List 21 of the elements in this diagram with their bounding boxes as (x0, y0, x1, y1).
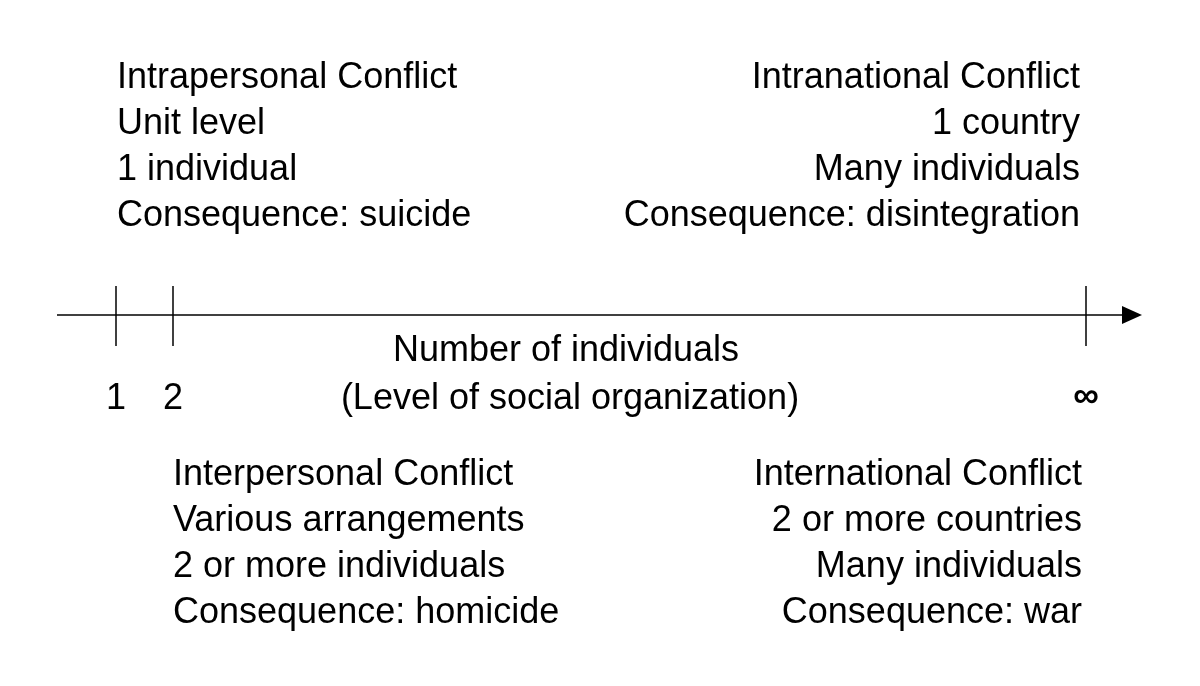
axis-title: Number of individuals (392, 327, 740, 371)
block-text: Many individuals (815, 543, 1082, 587)
block-text: Consequence: suicide (117, 192, 472, 236)
block-text: Various arrangements (173, 497, 525, 541)
block-text: Consequence: homicide (173, 589, 560, 633)
block-text: Consequence: disintegration (623, 192, 1080, 236)
block-heading: Intrapersonal Conflict (117, 54, 458, 98)
tick-label: 1 (106, 375, 126, 419)
block-text: 1 individual (117, 146, 298, 190)
block-text: 2 or more countries (771, 497, 1082, 541)
tick-label: 2 (163, 375, 183, 419)
block-text: Unit level (117, 100, 266, 144)
block-text: Consequence: war (781, 589, 1082, 633)
block-heading: Intranational Conflict (751, 54, 1080, 98)
axis-title: (Level of social organization) (340, 375, 800, 419)
block-text: 2 or more individuals (173, 543, 506, 587)
block-text: Many individuals (813, 146, 1080, 190)
tick-label: ∞ (1073, 373, 1099, 417)
block-text: 1 country (931, 100, 1080, 144)
block-heading: Interpersonal Conflict (173, 451, 514, 495)
block-heading: International Conflict (753, 451, 1082, 495)
